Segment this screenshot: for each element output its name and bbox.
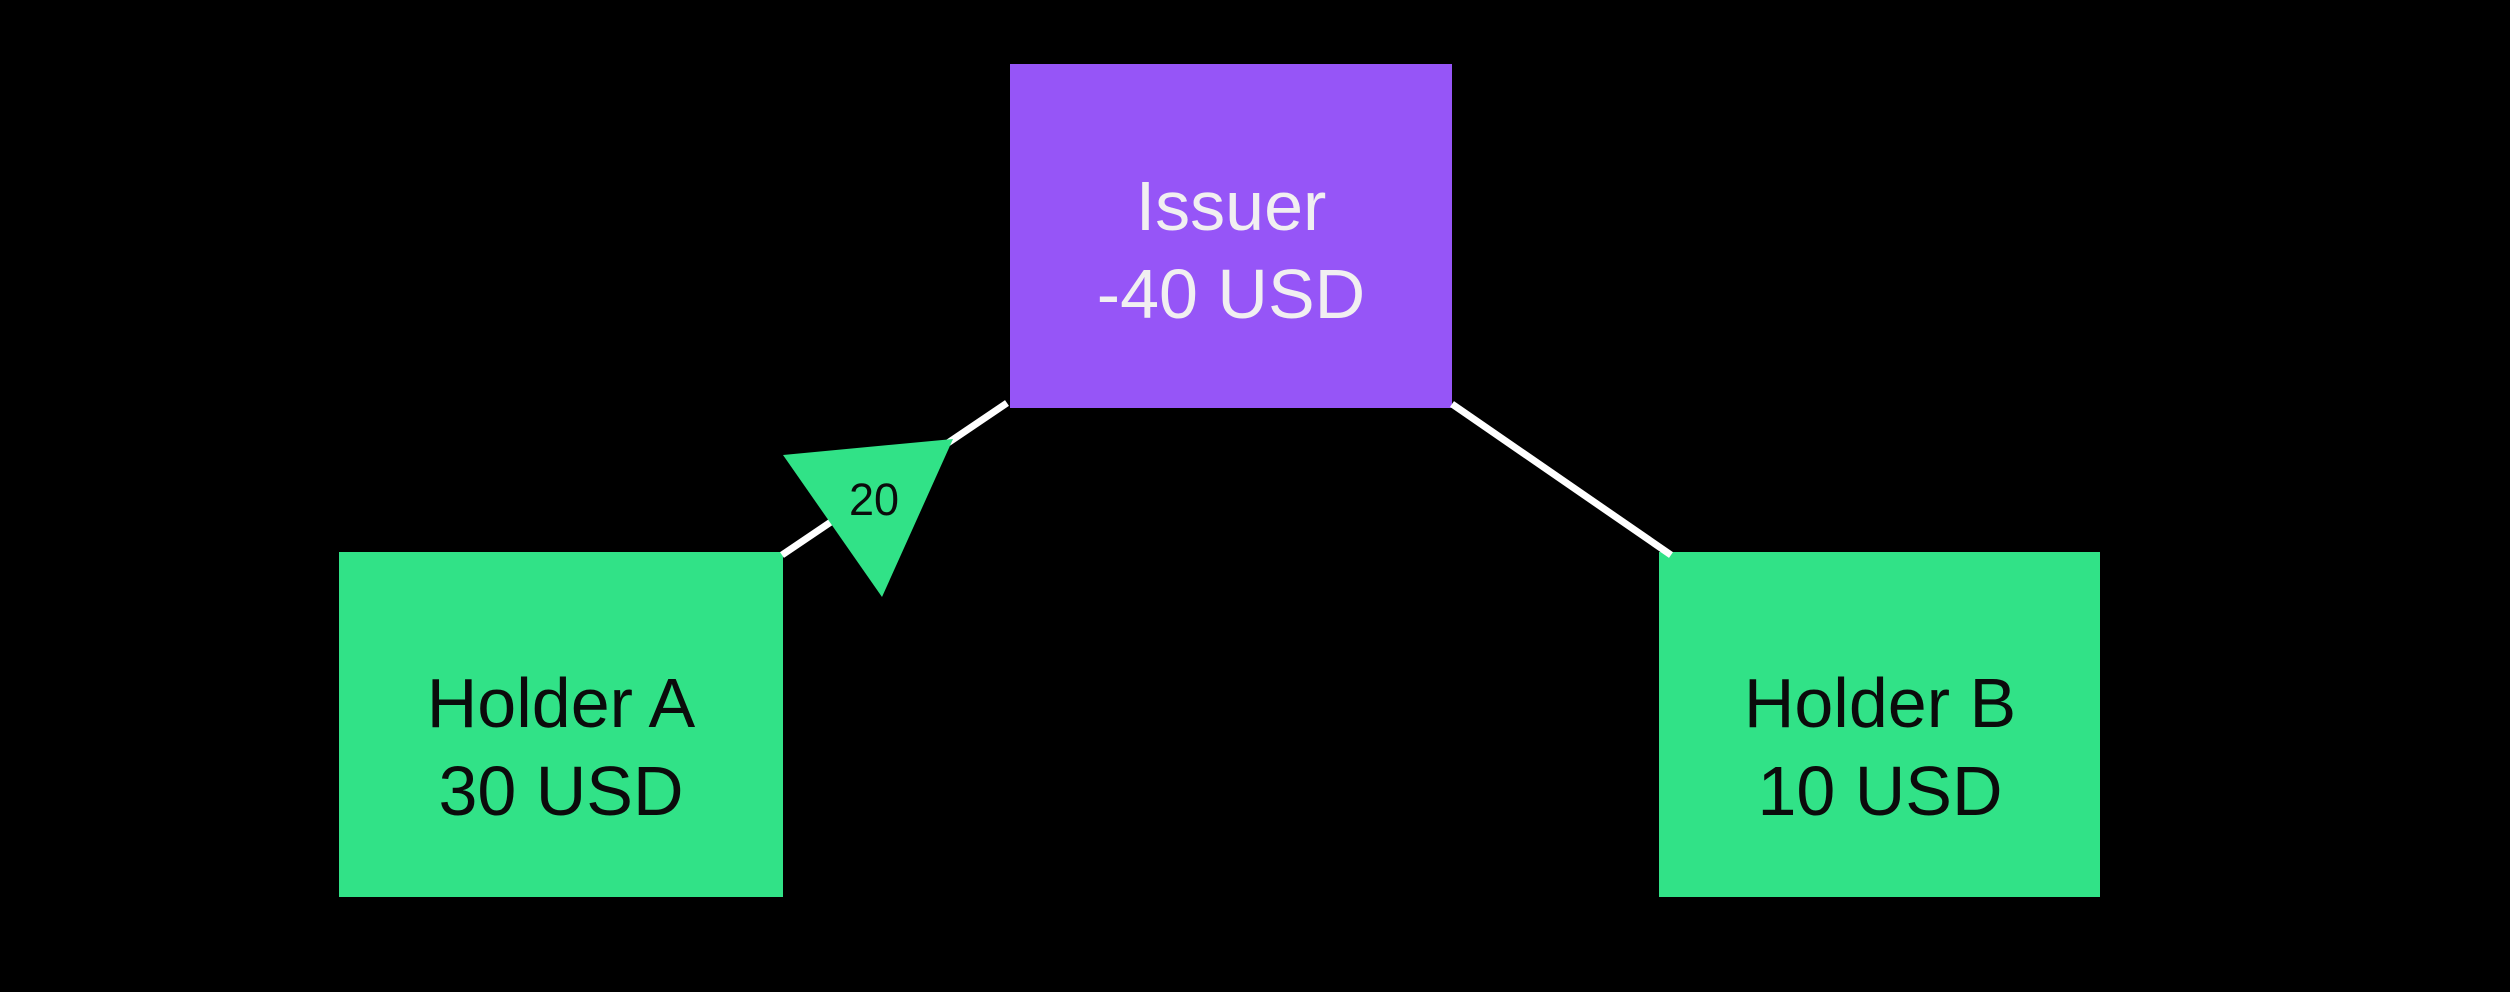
issuer-balance-label: -40 USD <box>1097 255 1365 333</box>
node-holder-a <box>339 552 783 897</box>
holder-b-balance-label: 10 USD <box>1757 752 2002 830</box>
arrowhead-icon <box>783 439 953 597</box>
node-issuer <box>1010 64 1452 408</box>
holder-b-name-label: Holder B <box>1744 664 2016 742</box>
node-holder-b <box>1659 552 2100 897</box>
holder-a-balance-label: 30 USD <box>438 752 683 830</box>
holder-a-name-label: Holder A <box>427 664 696 742</box>
edge-issuer-holder-b <box>1450 401 1673 558</box>
issuer-name-label: Issuer <box>1136 167 1327 245</box>
edge-amount-label: 20 <box>849 474 899 525</box>
